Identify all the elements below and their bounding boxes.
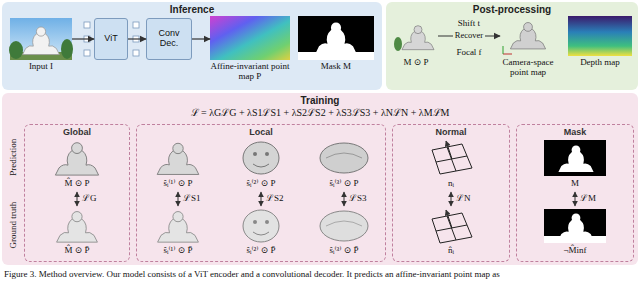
row-label: Prediction [8, 125, 18, 189]
loss-label: ℒS2 [266, 193, 284, 203]
shift-label: Shift t [449, 18, 489, 28]
normal-loss-group: Normal [392, 124, 510, 262]
masked-point-map: M ⊙ P [394, 16, 438, 56]
prediction-label: ŝᵢ⁽³⁾ ⊙ P [304, 178, 384, 188]
ground-truth-label: ŝᵢ⁽²⁾ ⊙ P̄ [221, 245, 301, 255]
ground-truth-label: n̂ᵢ [421, 245, 481, 255]
local-loss-group: Local [136, 124, 386, 262]
box-label: ViT [104, 34, 117, 44]
image-caption: Camera-space point map [496, 58, 560, 78]
ground-truth-label: ¬M̂inf [535, 245, 615, 255]
post-processing-panel: Post-processingM ⊙ PCamera-space point m… [386, 2, 638, 90]
prediction-label: ŝᵢ⁽²⁾ ⊙ P [221, 178, 301, 188]
row-label: Ground truth [8, 190, 18, 260]
ground-truth-label: M̂ ⊙ P̄ [29, 245, 125, 255]
prediction-label: ŝᵢ⁽¹⁾ ⊙ P [138, 178, 218, 188]
loss-label: ℒS1 [183, 193, 201, 203]
image-caption: Mask M [301, 62, 371, 72]
group-title: Mask [517, 127, 633, 137]
image-caption: M ⊙ P [391, 58, 441, 68]
global-loss-group: Global [24, 124, 130, 262]
flow-arrow [192, 38, 210, 39]
inference-panel: InferenceInput I ViT Conv Dec. Affine-invar… [2, 2, 382, 90]
mask-image: Mask M [298, 16, 374, 60]
training-panel: TrainingGlobal Local Normal Mask [2, 93, 638, 265]
loss-label: ℒS3 [349, 193, 367, 203]
group-title: Inference [2, 4, 382, 15]
camera-point-map: Camera-space point map [500, 16, 556, 56]
image-caption: Affine-invariant point map P [202, 62, 298, 82]
ground-truth-label: ŝᵢ⁽³⁾ ⊙ P̄ [304, 245, 384, 255]
flow-arrow [72, 38, 94, 39]
box-label: Conv Dec. [149, 29, 189, 49]
prediction-label: M̂ ⊙ P [29, 178, 125, 188]
ground-truth-label: ŝᵢ⁽¹⁾ ⊙ P̄ [138, 245, 218, 255]
encoder-box: ViT [94, 18, 128, 60]
group-title: Local [137, 127, 385, 137]
figure-caption: Figure 3. Method overview. Our model con… [4, 269, 500, 279]
edge-label: Recover [453, 31, 485, 41]
image-caption: Input I [6, 62, 76, 72]
group-title: Global [25, 127, 129, 137]
loss-label: ℒG [82, 193, 97, 203]
image-caption: Depth map [568, 58, 632, 68]
loss-formula: ℒ = λGℒG + λS1ℒS1 + λS2ℒS2 + λS3ℒS3 + λN… [90, 107, 550, 119]
decoder-box: Conv Dec. [146, 18, 192, 60]
mask-loss-group: Mask [516, 124, 634, 262]
point-map-image: Affine-invariant point map P [210, 16, 290, 60]
loss-label: ℒM [580, 193, 596, 203]
prediction-label: M [545, 178, 605, 188]
group-title: Normal [393, 127, 509, 137]
prediction-label: nᵢ [421, 178, 481, 188]
focal-label: Focal f [449, 47, 489, 57]
loss-label: ℒN [456, 193, 471, 203]
depth-map-image: Depth map [568, 16, 632, 56]
flow-arrow [128, 38, 146, 39]
group-title: Post-processing [386, 4, 638, 15]
group-title: Training [2, 95, 638, 106]
input-image: Input I [10, 18, 72, 60]
